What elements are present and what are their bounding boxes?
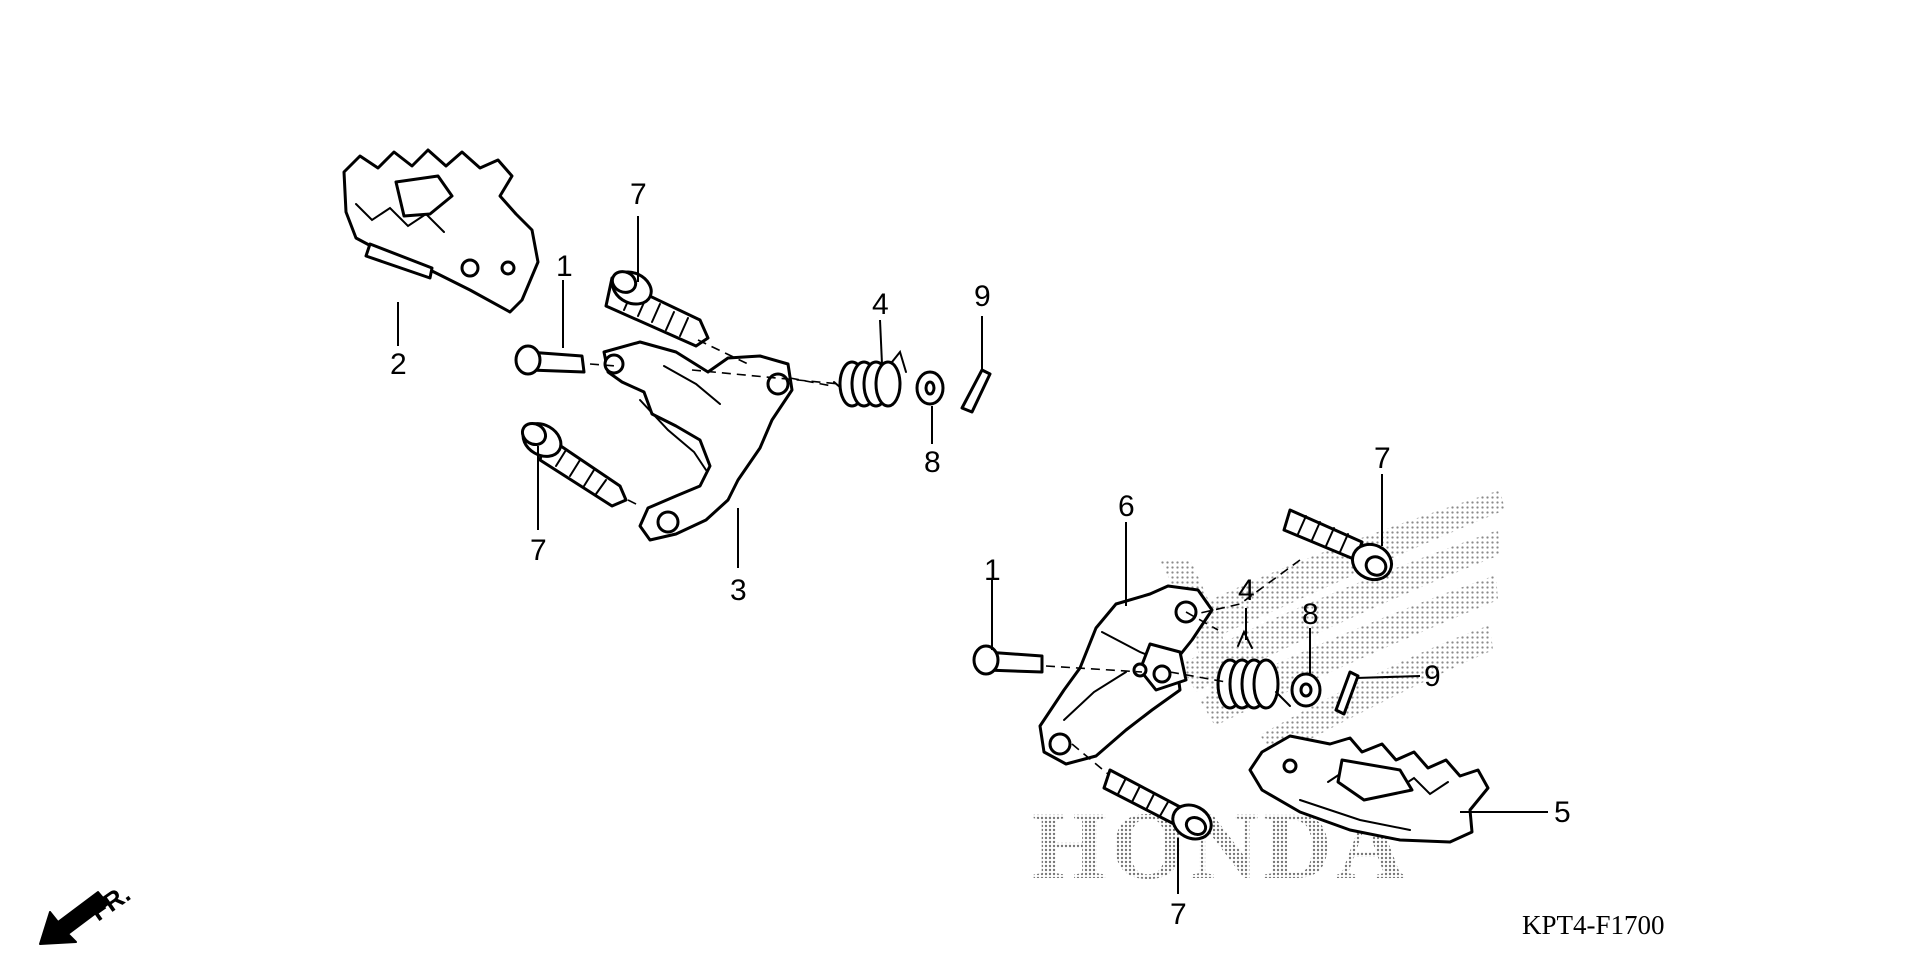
callout-8-lower: 8 bbox=[1302, 598, 1319, 631]
bolt-lower-right bbox=[1102, 768, 1213, 841]
assembly-lines-upper bbox=[589, 339, 841, 507]
spring-lower-right bbox=[1216, 629, 1291, 710]
front-direction-indicator: FR. bbox=[39, 878, 136, 945]
callout-4-upper: 4 bbox=[872, 288, 889, 321]
spring-upper-left bbox=[833, 349, 907, 408]
pin-upper-left bbox=[514, 344, 586, 376]
footpeg-left bbox=[342, 148, 540, 314]
bolt-upper-right bbox=[1282, 508, 1393, 582]
callout-7-upper-left: 7 bbox=[630, 178, 647, 211]
arrow-down-left-icon bbox=[39, 891, 109, 945]
callout-7-lower-right: 7 bbox=[1170, 898, 1187, 931]
callout-2: 2 bbox=[390, 348, 407, 381]
bracket-left bbox=[602, 340, 794, 542]
bolt-lower-left bbox=[520, 421, 628, 508]
pin-lower-right bbox=[972, 644, 1044, 676]
callout-5: 5 bbox=[1554, 796, 1571, 829]
leader-lines bbox=[397, 216, 1548, 894]
callout-3: 3 bbox=[730, 574, 747, 607]
assembly-lines-lower bbox=[1045, 559, 1301, 775]
direction-label: FR. bbox=[84, 878, 136, 927]
callout-1-upper: 1 bbox=[556, 250, 573, 283]
cotter-lower-right bbox=[1334, 670, 1360, 716]
diagram-code: KPT4-F1700 bbox=[1522, 910, 1665, 940]
cotter-upper-left bbox=[960, 368, 992, 414]
callout-1-lower: 1 bbox=[984, 554, 1001, 587]
callout-6: 6 bbox=[1118, 490, 1135, 523]
callout-7-upper-right: 7 bbox=[1374, 442, 1391, 475]
bolt-upper-left bbox=[604, 270, 710, 348]
callout-labels: 1 2 3 4 7 7 8 9 1 4 5 6 7 7 8 9 bbox=[390, 178, 1571, 931]
bracket-right bbox=[1038, 584, 1214, 766]
callout-8-upper: 8 bbox=[924, 446, 941, 479]
callout-9-lower: 9 bbox=[1424, 660, 1441, 693]
footpeg-right bbox=[1248, 734, 1490, 844]
callout-7-lower-left: 7 bbox=[530, 534, 547, 567]
callout-4-lower: 4 bbox=[1238, 574, 1255, 607]
washer-lower-right bbox=[1290, 672, 1322, 708]
callout-9-upper: 9 bbox=[974, 280, 991, 313]
washer-upper-left bbox=[915, 370, 945, 406]
